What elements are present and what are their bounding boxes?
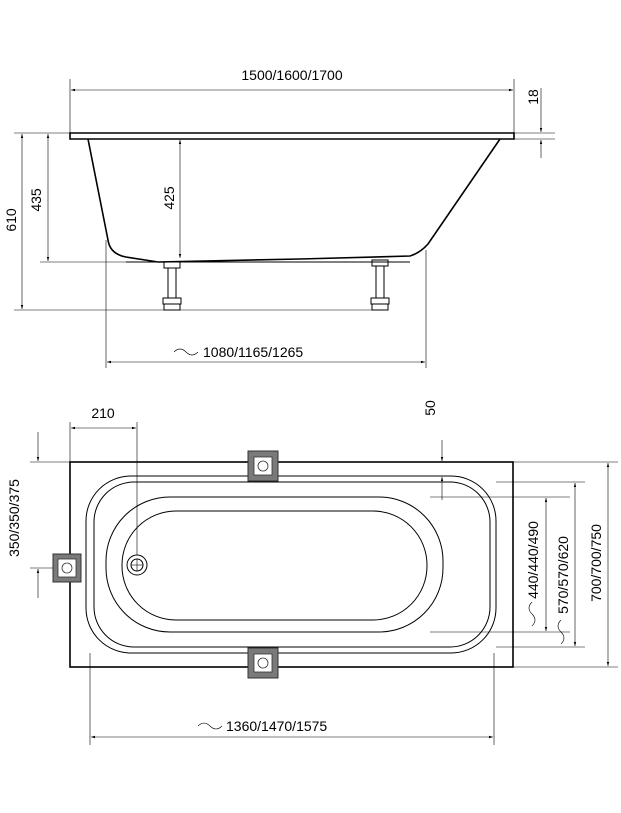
side-view: 1500/1600/1700 18 610 435 425 1080/1165/…	[3, 67, 555, 368]
dim-drain-centre: 350/350/375	[6, 479, 22, 557]
dim-drain-offset: 210	[91, 405, 115, 421]
dim-inner-top-width: 570/570/620	[555, 536, 571, 614]
dim-bottom-length: 1080/1165/1265	[203, 344, 303, 360]
tub-outline	[69, 461, 514, 668]
dim-overall-width: 700/700/750	[588, 524, 604, 602]
bottom-bracket-icon	[247, 647, 279, 679]
tub-basin-bottom	[121, 510, 428, 621]
dim-inner-depth: 425	[161, 186, 177, 210]
tub-inner-rim	[85, 475, 497, 654]
tub-basin	[105, 496, 444, 633]
side-bracket-icon	[52, 553, 82, 583]
drain-icon	[126, 554, 148, 576]
dim-overall-length: 1500/1600/1700	[241, 67, 342, 83]
left-foot	[162, 261, 182, 311]
top-view: 210 50 350/350/375 440/440/490 570/570/6…	[6, 400, 618, 745]
tub-inner-rim-2	[93, 481, 491, 648]
top-bracket-icon	[247, 450, 279, 482]
dim-outer-depth: 435	[28, 188, 44, 212]
tub-body	[87, 138, 501, 263]
dim-inner-bottom-width: 440/440/490	[525, 521, 541, 599]
dim-inner-length: 1360/1470/1575	[226, 718, 327, 734]
dim-rim-offset: 50	[422, 400, 438, 416]
tub-rim	[69, 132, 515, 140]
dim-rim-thickness: 18	[525, 89, 541, 105]
dim-total-height: 610	[3, 208, 19, 232]
right-foot	[370, 259, 390, 311]
